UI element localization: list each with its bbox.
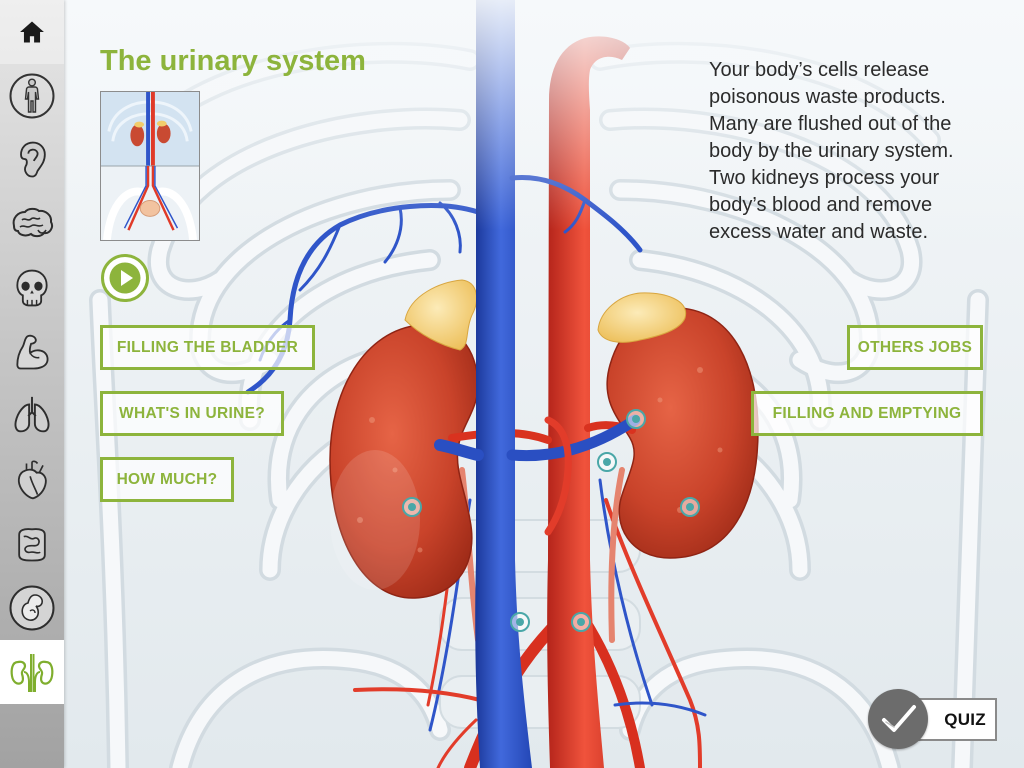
hotspot-marker[interactable] <box>510 612 530 632</box>
topic-button-label: FILLING THE BLADDER <box>116 338 299 356</box>
page-title: The urinary system <box>100 45 366 77</box>
hotspot-marker[interactable] <box>680 497 700 517</box>
kidney-highlight <box>330 450 420 590</box>
right-adrenal-gland <box>597 292 687 343</box>
nav-item-human-body[interactable] <box>0 64 64 128</box>
hotspot-marker[interactable] <box>571 612 591 632</box>
nav-item-skull[interactable] <box>0 256 64 320</box>
play-icon <box>101 254 149 302</box>
kidneys-icon <box>10 654 54 692</box>
lungs-icon <box>14 396 50 433</box>
urinary-system-thumbnail-image <box>101 92 199 240</box>
topic-button-label: WHAT'S IN URINE? <box>119 404 265 422</box>
hotspot-marker[interactable] <box>597 452 617 472</box>
home-icon <box>20 21 44 43</box>
muscle-arm-icon <box>16 334 49 370</box>
intro-text-line: body’s blood and remove <box>709 194 933 216</box>
quiz-label: QUIZ <box>944 709 986 729</box>
intro-text-line: Many are flushed out of the <box>709 113 952 135</box>
checkmark-icon <box>882 705 916 732</box>
intro-text-line: body by the urinary system. <box>709 140 954 162</box>
quiz-check-badge[interactable] <box>868 689 928 749</box>
diagram-thumbnail[interactable] <box>100 91 200 241</box>
brain-icon <box>12 207 54 238</box>
topic-button-label: OTHERS JOBS <box>857 338 973 356</box>
heart-icon <box>17 460 47 500</box>
fetus-icon <box>9 585 55 631</box>
intestines-icon <box>18 528 46 562</box>
intro-text-line: Two kidneys process your <box>709 167 940 189</box>
gonadal-artery-loop <box>544 416 572 536</box>
human-body-icon <box>9 73 55 119</box>
hotspot-marker[interactable] <box>402 497 422 517</box>
topic-button-whats-in-urine[interactable]: WHAT'S IN URINE? <box>100 391 284 436</box>
nav-item-reproduction[interactable] <box>0 576 64 640</box>
left-adrenal-gland <box>404 279 478 351</box>
ear-icon <box>20 141 46 178</box>
nav-item-brain[interactable] <box>0 192 64 256</box>
hotspot-marker[interactable] <box>626 409 646 429</box>
topic-button-others-jobs[interactable]: OTHERS JOBS <box>847 325 983 370</box>
nav-item-lungs[interactable] <box>0 384 64 448</box>
nav-item-home[interactable] <box>0 0 64 64</box>
nav-item-muscles[interactable] <box>0 320 64 384</box>
nav-item-urinary[interactable] <box>0 640 64 704</box>
nav-item-digestive[interactable] <box>0 512 64 576</box>
intro-text-line: poisonous waste products. <box>709 86 946 108</box>
topic-button-label: HOW MUCH? <box>116 470 218 488</box>
intro-text-line: excess water and waste. <box>709 221 928 243</box>
skull-icon <box>16 269 48 307</box>
quiz-button[interactable]: QUIZ <box>868 689 997 750</box>
nav-item-heart[interactable] <box>0 448 64 512</box>
intro-text: Your body’s cells release poisonous wast… <box>709 57 954 246</box>
body-systems-sidebar <box>0 0 64 768</box>
play-animation-button[interactable] <box>101 254 149 302</box>
intro-text-line: Your body’s cells release <box>709 59 930 81</box>
top-fade-overlay <box>64 0 1024 230</box>
topic-button-how-much[interactable]: HOW MUCH? <box>100 457 234 502</box>
topic-button-label: FILLING AND EMPTYING <box>772 404 962 422</box>
topic-button-filling-and-emptying[interactable]: FILLING AND EMPTYING <box>751 391 983 436</box>
nav-item-ear[interactable] <box>0 128 64 192</box>
topic-button-filling-the-bladder[interactable]: FILLING THE BLADDER <box>100 325 315 370</box>
